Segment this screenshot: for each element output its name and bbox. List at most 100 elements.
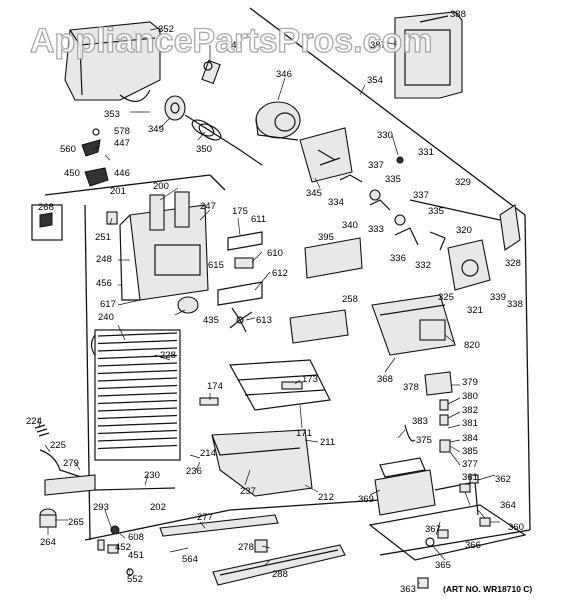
callout-175: 175 bbox=[232, 206, 248, 217]
callout-350: 350 bbox=[196, 144, 212, 155]
callout-293: 293 bbox=[93, 502, 109, 513]
callout-288: 288 bbox=[272, 569, 288, 580]
callout-613: 613 bbox=[256, 315, 272, 326]
wire-shelf-part bbox=[199, 359, 331, 411]
coil-line bbox=[97, 414, 178, 420]
roller-264-part bbox=[39, 508, 57, 528]
ice-bucket-part bbox=[64, 21, 161, 102]
callout-450: 450 bbox=[64, 168, 80, 179]
slide-rail-277-part bbox=[159, 514, 279, 537]
callout-615: 615 bbox=[208, 260, 224, 271]
coil-line bbox=[97, 377, 178, 382]
callout-320: 320 bbox=[456, 225, 472, 236]
callout-456: 456 bbox=[96, 278, 112, 289]
cabinet-outline bbox=[44, 7, 531, 556]
grille-288-part bbox=[212, 544, 346, 586]
callout-364: 364 bbox=[500, 500, 516, 511]
icemaker-820-part bbox=[371, 294, 456, 356]
evaporator-coil-part bbox=[90, 329, 181, 461]
callout-377: 377 bbox=[462, 459, 478, 470]
callout-225: 225 bbox=[50, 440, 66, 451]
callout-378: 378 bbox=[403, 382, 419, 393]
callout-452: 452 bbox=[115, 542, 131, 553]
callout-353: 353 bbox=[104, 109, 120, 120]
callout-379: 379 bbox=[462, 377, 478, 388]
housing-325-part bbox=[447, 239, 491, 291]
evaporator-housing-part bbox=[119, 191, 209, 301]
callout-334: 334 bbox=[328, 197, 344, 208]
callout-388: 388 bbox=[450, 9, 466, 20]
callout-329: 329 bbox=[455, 177, 471, 188]
callout-612: 612 bbox=[272, 268, 288, 279]
dispenser-door-part bbox=[394, 11, 463, 99]
drawer-360-part bbox=[368, 457, 527, 561]
coil-line bbox=[97, 369, 178, 375]
callout-201: 201 bbox=[110, 186, 126, 197]
callout-369: 369 bbox=[358, 494, 374, 505]
callout-352: 352 bbox=[158, 24, 174, 35]
coil-line bbox=[97, 392, 178, 397]
auger-motor-part bbox=[255, 101, 301, 141]
callout-451: 451 bbox=[128, 550, 144, 561]
callout-340: 340 bbox=[342, 220, 358, 231]
panel-395-part bbox=[304, 237, 363, 279]
callout-171: 171 bbox=[296, 428, 312, 439]
callout-336: 336 bbox=[390, 253, 406, 264]
callout-387: 387 bbox=[370, 40, 386, 51]
callout-381: 381 bbox=[462, 418, 478, 429]
callout-277: 277 bbox=[197, 512, 213, 523]
callout-367: 367 bbox=[425, 524, 441, 535]
callout-360: 360 bbox=[508, 522, 524, 533]
callout-611: 611 bbox=[251, 214, 266, 225]
callout-335b: 335 bbox=[428, 206, 444, 217]
callout-349: 349 bbox=[148, 124, 164, 135]
art-number: (ART NO. WR18710 C) bbox=[443, 584, 532, 594]
callout-230: 230 bbox=[144, 470, 160, 481]
callout-211: 211 bbox=[320, 437, 335, 448]
callout-610: 610 bbox=[267, 248, 283, 259]
callout-365: 365 bbox=[435, 560, 451, 571]
fastener-parts bbox=[97, 525, 134, 576]
callout-333: 333 bbox=[368, 224, 384, 235]
coil-line bbox=[97, 444, 178, 450]
callout-578: 578 bbox=[114, 126, 130, 137]
part-435 bbox=[177, 296, 199, 314]
callout-212: 212 bbox=[318, 492, 334, 503]
callout-236: 236 bbox=[186, 466, 202, 477]
callout-228: 228 bbox=[160, 350, 176, 361]
callout-354: 354 bbox=[367, 75, 383, 86]
coil-line bbox=[97, 347, 178, 352]
callout-560: 560 bbox=[60, 144, 76, 155]
callout-248: 248 bbox=[96, 254, 112, 265]
callout-265: 265 bbox=[68, 517, 84, 528]
callout-268: 268 bbox=[38, 202, 54, 213]
callout-363: 363 bbox=[400, 584, 416, 595]
callout-200: 200 bbox=[153, 181, 169, 192]
callout-328: 328 bbox=[505, 258, 521, 269]
callout-345: 345 bbox=[306, 188, 322, 199]
callout-224: 224 bbox=[26, 416, 42, 427]
callout-325: 325 bbox=[438, 292, 454, 303]
callout-264: 264 bbox=[40, 537, 56, 548]
callout-361: 361 bbox=[462, 472, 478, 483]
callout-251: 251 bbox=[95, 232, 111, 243]
inset-268-part bbox=[31, 204, 63, 241]
callout-366: 366 bbox=[465, 540, 481, 551]
callout-337a: 337 bbox=[368, 160, 384, 171]
callout-552: 552 bbox=[127, 574, 143, 585]
callout-362: 362 bbox=[495, 474, 511, 485]
watermark: AppliancePartsPros.com bbox=[30, 22, 432, 60]
callout-608: 608 bbox=[128, 532, 144, 543]
callout-383: 383 bbox=[412, 416, 428, 427]
plate-345-part bbox=[299, 127, 353, 183]
callout-247: 247 bbox=[200, 201, 216, 212]
linkage-parts bbox=[339, 156, 521, 251]
part-278 bbox=[254, 539, 268, 553]
callout-375: 375 bbox=[416, 435, 432, 446]
callout-446: 446 bbox=[114, 168, 130, 179]
coil-line bbox=[97, 384, 178, 390]
callout-337b: 337 bbox=[413, 190, 429, 201]
coil-line bbox=[97, 339, 178, 345]
drawer-small-parts bbox=[417, 474, 491, 589]
